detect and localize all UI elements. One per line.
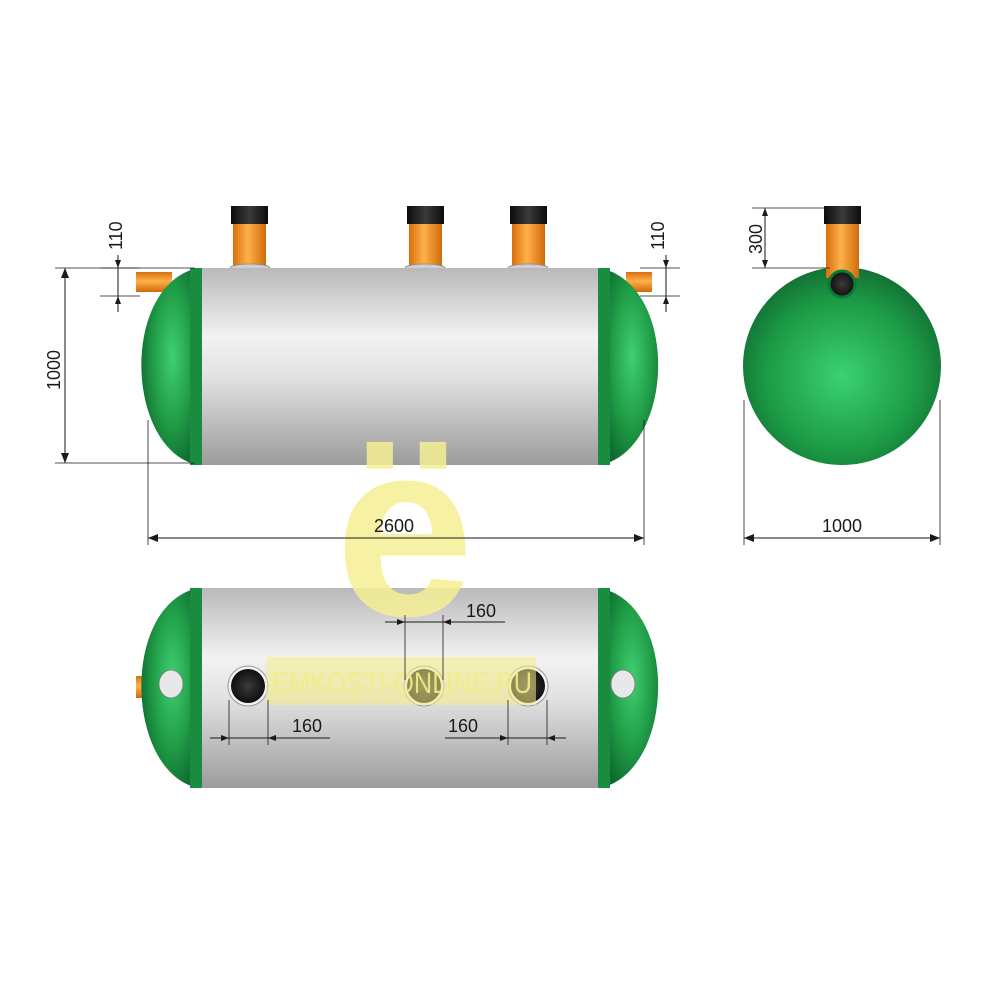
tank-side-view bbox=[136, 206, 659, 465]
riser-opening bbox=[227, 665, 269, 707]
inlet-pipe bbox=[136, 272, 172, 292]
dimension-riser-spacing-top: 160 bbox=[466, 601, 496, 621]
dimension-inlet-height-right: 110 bbox=[648, 221, 668, 250]
dimension-riser-spacing-right: 160 bbox=[448, 716, 478, 736]
dimension-tank-height: 1000 bbox=[44, 350, 64, 390]
riser-pipe bbox=[507, 206, 549, 273]
tank-end-cap-right bbox=[600, 268, 659, 465]
tank-body bbox=[195, 268, 605, 465]
dimensions: 110 110 1000 2600 300 100 bbox=[44, 207, 941, 745]
dimension-riser-height: 300 bbox=[746, 224, 766, 254]
tank-end-view bbox=[743, 206, 941, 465]
dimension-tank-diameter: 1000 bbox=[822, 516, 862, 536]
dimension-inlet-height-left: 110 bbox=[106, 221, 126, 250]
dimension-riser-spacing-left: 160 bbox=[292, 716, 322, 736]
riser-pipe bbox=[824, 206, 861, 278]
riser-pipe bbox=[229, 206, 271, 273]
riser-opening bbox=[827, 269, 857, 299]
tank-end-cap-left bbox=[141, 268, 198, 465]
riser-pipe bbox=[404, 206, 446, 273]
dimension-tank-length: 2600 bbox=[374, 516, 414, 536]
watermark-site: EMKOSTI-ONLINE.RU bbox=[272, 667, 532, 700]
